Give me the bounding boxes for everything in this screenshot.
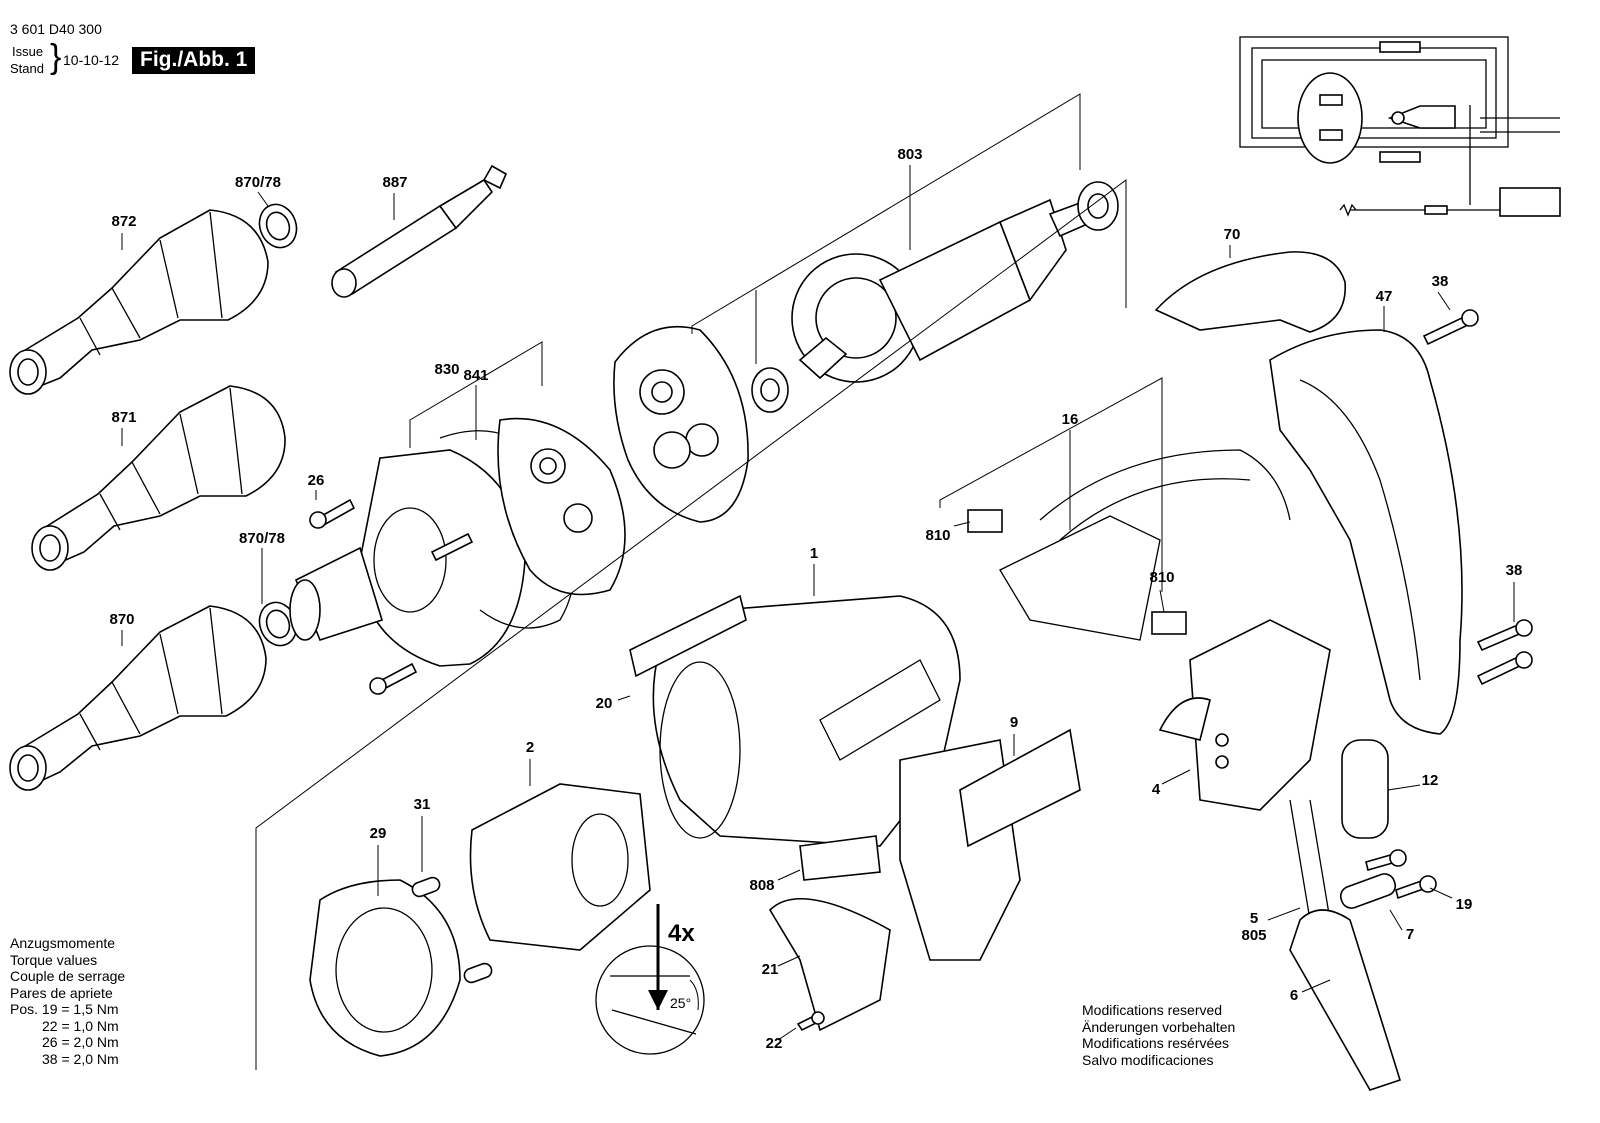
torque-heading-fr: Couple de serrage: [10, 968, 126, 984]
callout-31: 31: [413, 796, 431, 813]
part-number: 3 601 D40 300: [10, 21, 102, 37]
switch-4: [1158, 619, 1331, 811]
callout-7: 7: [1405, 926, 1415, 943]
notice-en: Modifications reserved: [1082, 1002, 1223, 1018]
callout-38-mid: 38: [1505, 562, 1523, 579]
torque-heading-es: Pares de apriete: [10, 984, 113, 1001]
torque-heading-en: Torque values: [10, 951, 98, 968]
nose-piece-870: [9, 605, 267, 791]
issue-date: 10-10-12: [63, 52, 120, 68]
notice-fr: Modifications resérvées: [1082, 1035, 1230, 1051]
screws-38: [1422, 309, 1533, 686]
handle-cover-70: [1154, 251, 1346, 333]
callout-887: 887: [382, 174, 408, 191]
torque-heading-de: Anzugsmomente: [10, 935, 116, 951]
install-detail: [595, 904, 705, 1055]
torque-row: Pos. 19 = 1,5 Nm: [10, 1001, 119, 1017]
callout-26: 26: [307, 472, 325, 489]
callout-6: 6: [1289, 987, 1299, 1004]
callout-47: 47: [1375, 288, 1393, 305]
ring-870-78: [258, 203, 298, 647]
install-angle: 25°: [670, 995, 692, 1011]
nose-piece-871: [31, 385, 286, 571]
handle-shell-47: [1269, 329, 1463, 735]
field-2: [469, 783, 651, 951]
callout-22: 22: [765, 1035, 783, 1052]
cable-guard-6: [1289, 909, 1401, 1091]
torque-values: Anzugsmomente Torque values Couple de se…: [10, 935, 125, 1067]
armature-803: [751, 181, 1119, 413]
pins-31: [411, 876, 493, 984]
fan-baffle: [613, 326, 749, 523]
callout-871: 871: [111, 409, 137, 426]
callout-870-78-mid: 870/78: [239, 530, 285, 547]
install-count: 4x: [668, 920, 695, 947]
callout-870-78-top: 870/78: [235, 174, 281, 191]
callout-810-left: 810: [925, 527, 951, 544]
nose-piece-872: [9, 209, 269, 395]
modifications-notice: Modifications reserved Änderungen vorbeh…: [1082, 1002, 1235, 1068]
wiring-harness-16: [967, 449, 1291, 641]
bit-holder-887: [331, 164, 508, 298]
stand-label: Stand: [10, 61, 44, 76]
callout-12: 12: [1421, 772, 1439, 789]
callout-1: 1: [809, 545, 819, 562]
callout-29: 29: [369, 825, 387, 842]
callout-4: 4: [1151, 781, 1161, 798]
screws-19: [1365, 849, 1437, 900]
callout-21: 21: [761, 961, 779, 978]
callout-830: 830: [434, 361, 460, 378]
callout-870: 870: [109, 611, 135, 628]
labels: [629, 594, 1081, 881]
callout-5: 5: [1249, 910, 1259, 927]
callout-872: 872: [111, 213, 137, 230]
figure-label: Fig./Abb. 1: [132, 47, 256, 74]
callout-20: 20: [595, 695, 613, 712]
leader-lines: [121, 93, 1515, 1070]
callout-2: 2: [525, 739, 535, 756]
bearing-plate: [497, 417, 626, 596]
callout-19: 19: [1455, 896, 1473, 913]
cable-clamp-7: [1339, 873, 1397, 909]
callout-805: 805: [1241, 927, 1267, 944]
retainer-29: [309, 879, 461, 1057]
brace-glyph: }: [50, 38, 62, 76]
notice-de: Änderungen vorbehalten: [1082, 1018, 1236, 1035]
torque-row: 22 = 1,0 Nm: [42, 1017, 119, 1034]
issue-label: Issue: [12, 44, 44, 59]
torque-row: 26 = 2,0 Nm: [42, 1034, 119, 1050]
callout-16: 16: [1061, 411, 1079, 428]
notice-es: Salvo modificaciones: [1082, 1051, 1214, 1068]
suppressor-12: [1341, 739, 1389, 839]
callout-808: 808: [749, 877, 775, 894]
gear-housing-830: [289, 449, 526, 667]
torque-row: 38 = 2,0 Nm: [42, 1050, 119, 1067]
cable-5-805: [1289, 799, 1331, 921]
screws-26: [309, 498, 474, 695]
callout-810-right: 810: [1149, 569, 1175, 586]
callout-803: 803: [897, 146, 923, 163]
callout-841: 841: [463, 367, 489, 384]
screw-22: [796, 1011, 825, 1032]
callout-38-top: 38: [1431, 273, 1449, 290]
callout-9: 9: [1009, 714, 1019, 731]
wiring-schematic: [1239, 36, 1561, 217]
cover-21: [768, 898, 891, 1032]
callout-70: 70: [1223, 226, 1241, 243]
